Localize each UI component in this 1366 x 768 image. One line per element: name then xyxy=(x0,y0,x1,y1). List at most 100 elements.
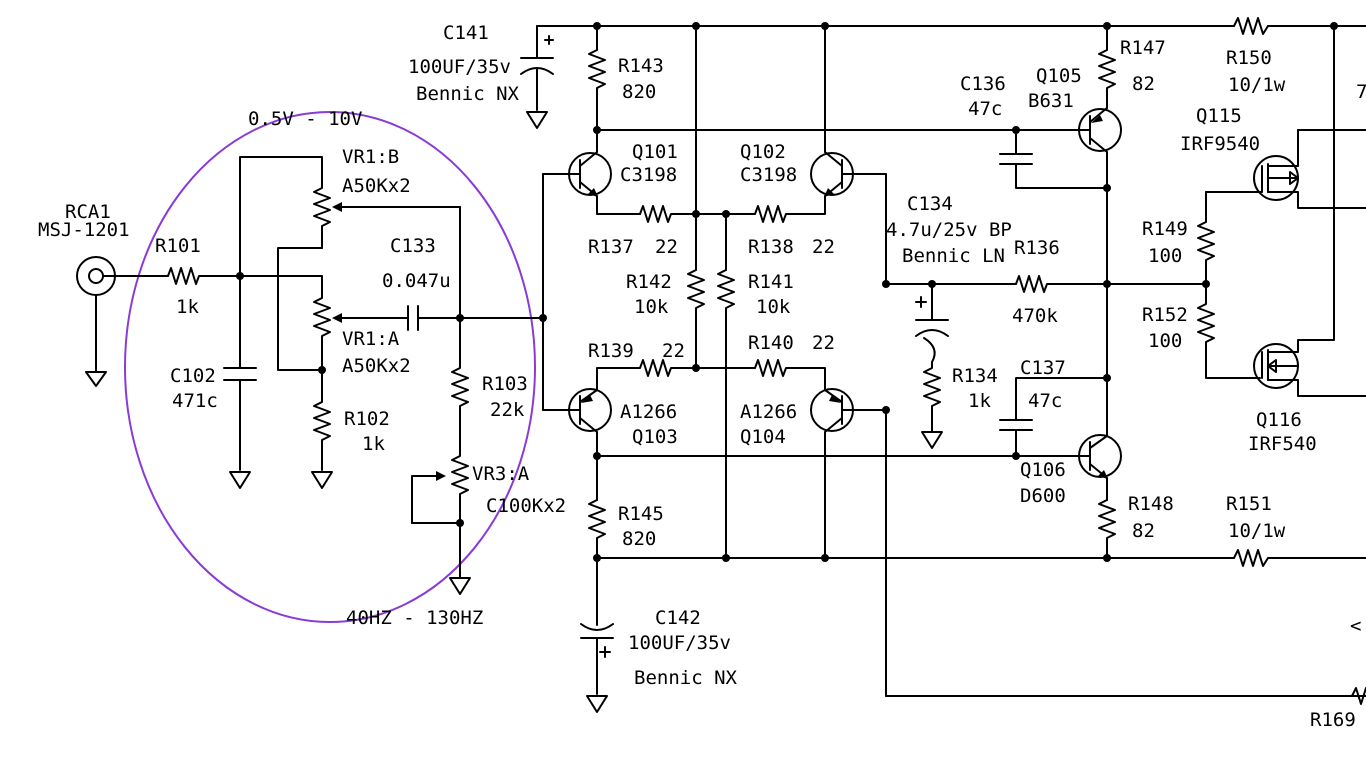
c142-capacitor xyxy=(580,623,614,713)
r101-label: R101 xyxy=(155,235,201,257)
r151-resistor xyxy=(1233,549,1366,567)
c136-value: 47c xyxy=(968,98,1002,120)
r101-resistor xyxy=(167,267,241,285)
vr3a-label: VR3:A xyxy=(472,463,530,485)
q106-label: Q106 xyxy=(1020,459,1066,481)
c133-capacitor xyxy=(407,305,544,331)
r139-label: R139 xyxy=(588,340,634,362)
r101-value: 1k xyxy=(176,296,199,318)
r141-label: R141 xyxy=(748,271,794,293)
q115-mosfet xyxy=(1205,129,1366,209)
r145-value: 820 xyxy=(622,528,656,550)
r137-label: R137 xyxy=(588,236,634,258)
c137-capacitor xyxy=(999,377,1108,457)
vr1b-value: A50Kx2 xyxy=(342,175,411,197)
c141-value: 100UF/35v xyxy=(408,56,511,78)
r136-label: R136 xyxy=(1014,237,1060,259)
r143-value: 820 xyxy=(622,81,656,103)
r151-value: 10/1w xyxy=(1228,520,1286,542)
q103-label: Q103 xyxy=(632,426,678,448)
q101-value: C3198 xyxy=(620,164,677,186)
c141-brand: Bennic NX xyxy=(416,83,520,105)
r149-label: R149 xyxy=(1142,218,1188,240)
q101-transistor xyxy=(568,129,641,215)
c102-capacitor xyxy=(223,275,257,489)
r151-label: R151 xyxy=(1226,493,1272,515)
vr1a-potentiometer xyxy=(313,291,331,371)
r103-value: 22k xyxy=(490,399,525,421)
vr1b-potentiometer xyxy=(313,181,331,249)
vr1b-label: VR1:B xyxy=(342,146,399,168)
r148-label: R148 xyxy=(1128,493,1174,515)
c134-label: C134 xyxy=(907,193,953,215)
q104-label: Q104 xyxy=(740,426,786,448)
c102-value: 471c xyxy=(172,390,218,412)
r134-label: R134 xyxy=(952,365,998,387)
q103-value: A1266 xyxy=(620,401,677,423)
r140-label: R140 xyxy=(748,332,794,354)
r147-resistor xyxy=(1098,25,1116,109)
vr3a-value: C100Kx2 xyxy=(486,495,566,517)
r145-label: R145 xyxy=(618,503,664,525)
r136-resistor xyxy=(1015,275,1108,293)
r134-value: 1k xyxy=(968,390,991,412)
r143-label: R143 xyxy=(618,55,664,77)
c134-brand: Bennic LN xyxy=(902,245,1005,267)
r141-value: 10k xyxy=(756,296,791,318)
r149-resistor xyxy=(1197,191,1215,285)
rca1-value: MSJ-1201 xyxy=(38,219,130,241)
cut-label-mid: < xyxy=(1350,615,1361,637)
rca1-label: RCA1 xyxy=(65,201,111,223)
r136-value: 470k xyxy=(1012,305,1058,327)
q101-label: Q101 xyxy=(632,141,678,163)
r137-resistor xyxy=(639,205,756,223)
r138-label: R138 xyxy=(748,236,794,258)
q102-label: Q102 xyxy=(740,141,786,163)
r150-label: R150 xyxy=(1226,47,1272,69)
vr1a-value: A50Kx2 xyxy=(342,355,411,377)
r169-resistor xyxy=(1351,687,1366,705)
vr3a-potentiometer xyxy=(451,451,469,579)
r142-value: 10k xyxy=(634,296,669,318)
r152-value: 100 xyxy=(1148,330,1182,352)
q104-transistor xyxy=(810,388,887,559)
r103-resistor xyxy=(451,317,469,453)
c133-value: 0.047u xyxy=(382,270,451,292)
r142-label: R142 xyxy=(626,271,672,293)
r152-resistor xyxy=(1197,283,1261,379)
c141-capacitor xyxy=(520,25,554,129)
r169-label: R169 xyxy=(1310,709,1356,731)
q102-transistor xyxy=(810,25,887,285)
r145-resistor xyxy=(588,499,606,626)
r147-value: 82 xyxy=(1132,73,1155,95)
q105-label: Q105 xyxy=(1036,65,1082,87)
r103-label: R103 xyxy=(482,373,528,395)
r139-resistor xyxy=(596,359,756,391)
c136-capacitor xyxy=(999,129,1108,189)
r139-value: 22 xyxy=(662,340,685,362)
c142-label: C142 xyxy=(655,607,701,629)
freq-range-label: 40HZ - 130HZ xyxy=(346,607,483,629)
q102-value: C3198 xyxy=(740,164,797,186)
r150-value: 10/1w xyxy=(1228,74,1286,96)
q115-value: IRF9540 xyxy=(1180,133,1260,155)
r102-value: 1k xyxy=(362,433,385,455)
c141-label: C141 xyxy=(443,22,489,44)
highlight-ellipse xyxy=(124,111,536,623)
q104-value: A1266 xyxy=(740,401,797,423)
q116-mosfet xyxy=(1253,25,1366,397)
vr1a-label: VR1:A xyxy=(342,328,400,350)
level-range-label: 0.5V - 10V xyxy=(248,108,362,130)
r134-resistor xyxy=(923,361,941,433)
r152-label: R152 xyxy=(1142,304,1188,326)
r138-value: 22 xyxy=(812,236,835,258)
q103-transistor xyxy=(568,388,612,501)
r143-resistor xyxy=(588,25,606,131)
c137-value: 47c xyxy=(1028,390,1062,412)
c142-value: 100UF/35v xyxy=(628,632,731,654)
q106-transistor xyxy=(1078,434,1122,501)
q116-label: Q116 xyxy=(1256,409,1302,431)
c134-value: 4.7u/25v BP xyxy=(886,219,1012,241)
r148-value: 82 xyxy=(1132,520,1155,542)
r137-value: 22 xyxy=(655,236,678,258)
